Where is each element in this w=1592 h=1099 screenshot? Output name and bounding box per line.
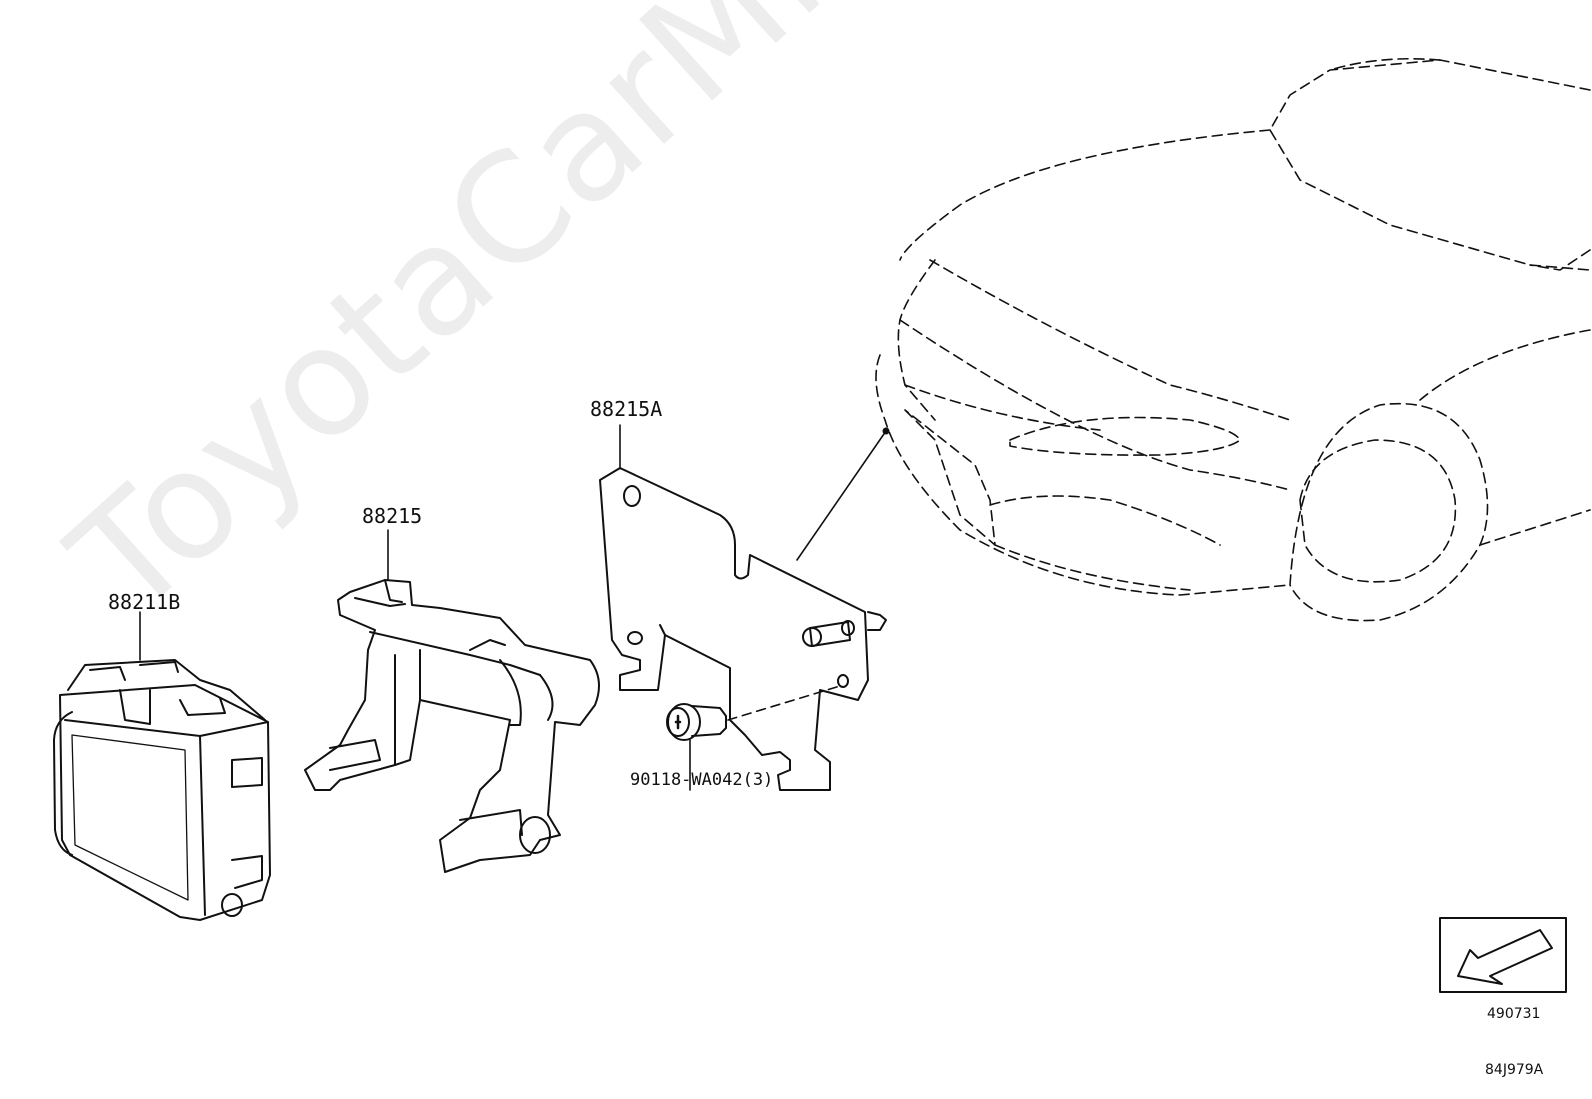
orientation-code: 490731 bbox=[1487, 1006, 1541, 1022]
diagram-code: 84J979A bbox=[1485, 1062, 1544, 1078]
callout-90118-WA042: 90118-WA042(3) bbox=[630, 770, 774, 790]
holder-88215 bbox=[304, 529, 600, 873]
callout-88211B: 88211B bbox=[108, 590, 181, 614]
sensor-unit-88211B bbox=[53, 611, 271, 921]
front-direction-arrow-icon bbox=[1439, 917, 1567, 993]
callout-88215A: 88215A bbox=[590, 397, 663, 421]
mount-location-marker bbox=[796, 427, 890, 561]
vehicle-outline bbox=[875, 57, 1591, 622]
screw-90118-WA042 bbox=[666, 703, 727, 791]
callout-88215: 88215 bbox=[362, 504, 423, 528]
bracket-88215A bbox=[599, 424, 887, 791]
